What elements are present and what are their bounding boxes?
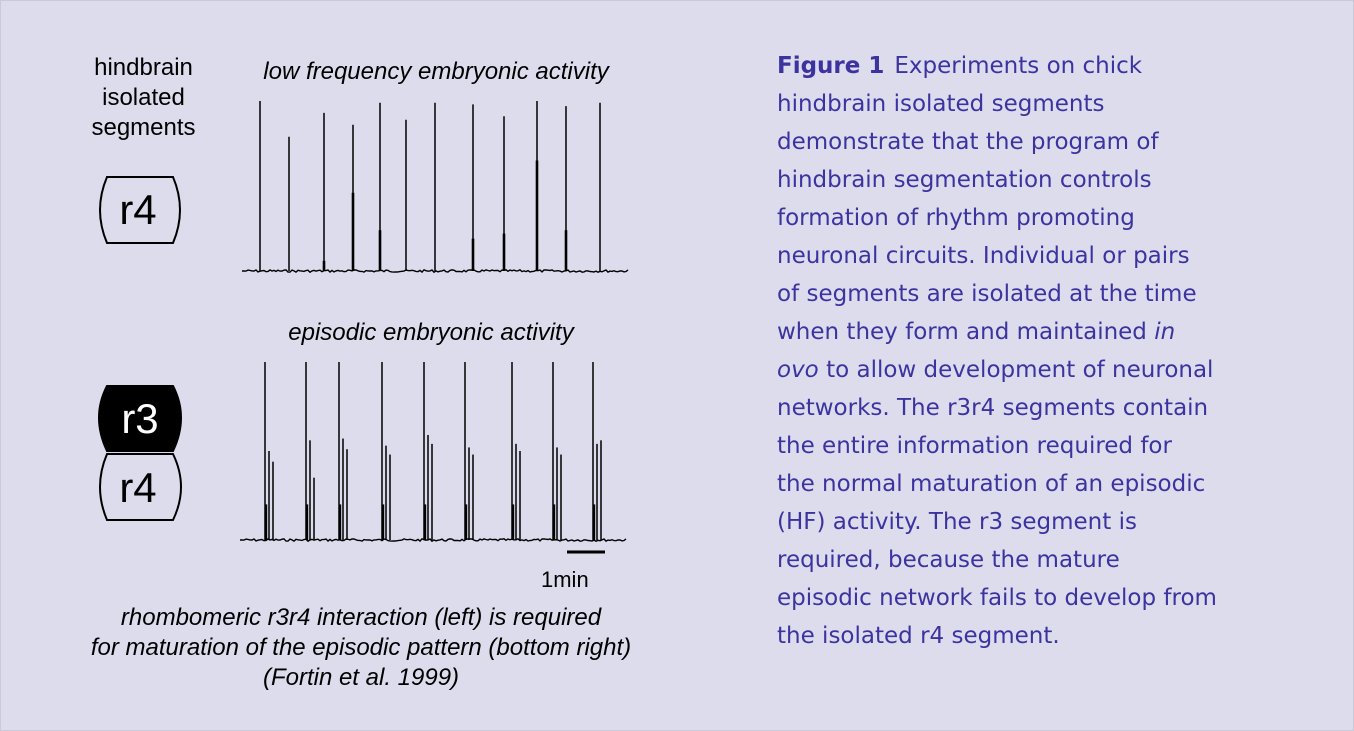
figure-caption-italic: in ovo bbox=[777, 319, 1176, 383]
image-caption-line: (Fortin et al. 1999) bbox=[262, 664, 460, 691]
image-caption-line: for maturation of the episodic pattern (… bbox=[90, 634, 632, 661]
figure-caption-heading: Figure 1 bbox=[777, 53, 885, 79]
hindbrain-label: hindbrain isolated segments bbox=[71, 53, 216, 143]
image-caption-line: rhombomeric r3r4 interaction (left) is r… bbox=[120, 604, 602, 631]
segment-r3-label: r3 bbox=[121, 395, 159, 442]
segment-r4-bottom-outline bbox=[99, 453, 182, 521]
scale-label: 1min bbox=[541, 567, 589, 592]
hindbrain-label-line: isolated bbox=[102, 84, 185, 111]
episodic-trace-title: episodic embryonic activity bbox=[288, 319, 574, 346]
segment-r3-shape bbox=[98, 385, 182, 452]
episodic-baseline bbox=[240, 537, 627, 543]
hindbrain-label-line: hindbrain bbox=[94, 54, 193, 81]
image-caption: rhombomeric r3r4 interaction (left) is r… bbox=[41, 603, 681, 693]
segment-r4-top-label: r4 bbox=[119, 186, 157, 233]
hindbrain-label-line: segments bbox=[91, 114, 196, 141]
activity-traces bbox=[240, 101, 629, 543]
figure-caption-text-end: to allow development of neuronal network… bbox=[777, 357, 1217, 649]
segment-r4-top-outline bbox=[99, 176, 181, 244]
low-frequency-baseline bbox=[242, 268, 629, 274]
segment-r4-bottom-label: r4 bbox=[119, 464, 157, 511]
figure-caption-text: Experiments on chick hindbrain isolated … bbox=[777, 53, 1197, 345]
segment-shapes bbox=[98, 176, 605, 554]
low-frequency-trace-title: low frequency embryonic activity bbox=[263, 58, 609, 85]
